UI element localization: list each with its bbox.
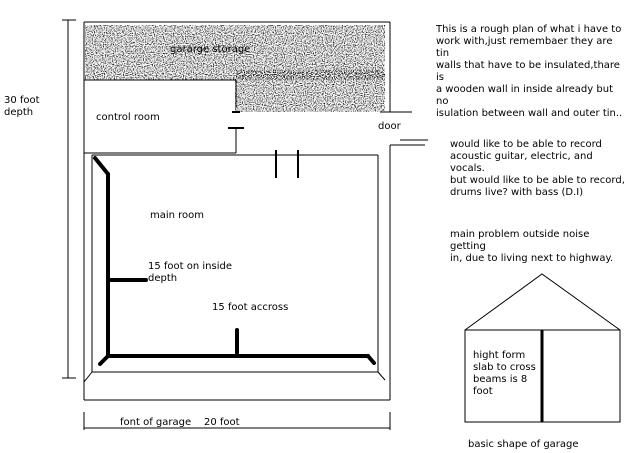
depth-dimension-line [62,19,76,379]
front-label: font of garage [120,417,192,428]
door-label: door [378,121,401,132]
width-dimension-line [83,412,391,430]
width-label: 20 foot [204,417,240,428]
control-room-label: control room [96,112,160,123]
right-door-marks [380,111,428,146]
across-label: 15 foot accross [212,302,289,313]
garage-shape-caption: basic shape of garage [468,439,579,450]
recording-note: would like to be able to record acoustic… [450,139,625,198]
storage-speckle-lower [235,70,385,112]
main-room-label: main room [150,210,205,221]
main-room-walls [83,154,386,383]
storage-label: gararge storage [170,44,251,55]
plan-note: This is a rough plan of what i have to w… [436,24,623,119]
noise-note: main problem outside noise getting in, d… [450,229,614,264]
garage-outline [83,21,391,401]
depth-label: 30 foot depth [4,95,40,118]
inside-depth-label: 15 foot on inside depth [148,261,232,284]
slab-height-label: hight form slab to cross beams is 8 foot [473,350,536,397]
control-room-walls [84,79,237,154]
insulation-lines [93,156,376,366]
